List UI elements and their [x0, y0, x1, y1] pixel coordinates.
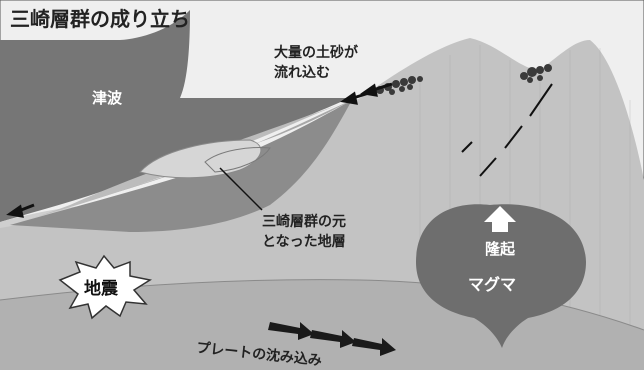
left-arrow-icon: [6, 203, 35, 218]
tsunami-wave: [0, 10, 350, 222]
right-arrow-icon: [310, 330, 356, 348]
strata-label-line2: となった地層: [262, 233, 346, 250]
strata-lens: [139, 139, 262, 179]
rock-pile-icon: [520, 64, 552, 83]
right-arrow-icon: [268, 322, 314, 340]
earthquake-label: 地震: [84, 278, 119, 299]
burst-icon: [58, 254, 152, 320]
magma-chamber: [416, 204, 586, 348]
sediment-label-line2: 流れ込む: [274, 64, 330, 81]
left-arrow-icon: [360, 82, 393, 97]
dashed-fault-line: [461, 83, 553, 177]
sediment-label-line1: 大量の土砂が: [274, 44, 359, 61]
strata-leader-line: [219, 167, 263, 211]
right-arrow-icon: [352, 338, 396, 356]
strata-dark: [10, 100, 352, 232]
tsunami-label: 津波: [92, 89, 123, 107]
strata-inner-lens: [204, 147, 271, 173]
strata-label-line1: 三崎層群の元: [262, 213, 346, 230]
magma-label: マグマ: [468, 275, 516, 294]
up-arrow-icon: [484, 206, 516, 232]
uplift-label: 隆起: [485, 240, 516, 258]
diagram-title: 三崎層群の成り立ち: [10, 7, 190, 31]
